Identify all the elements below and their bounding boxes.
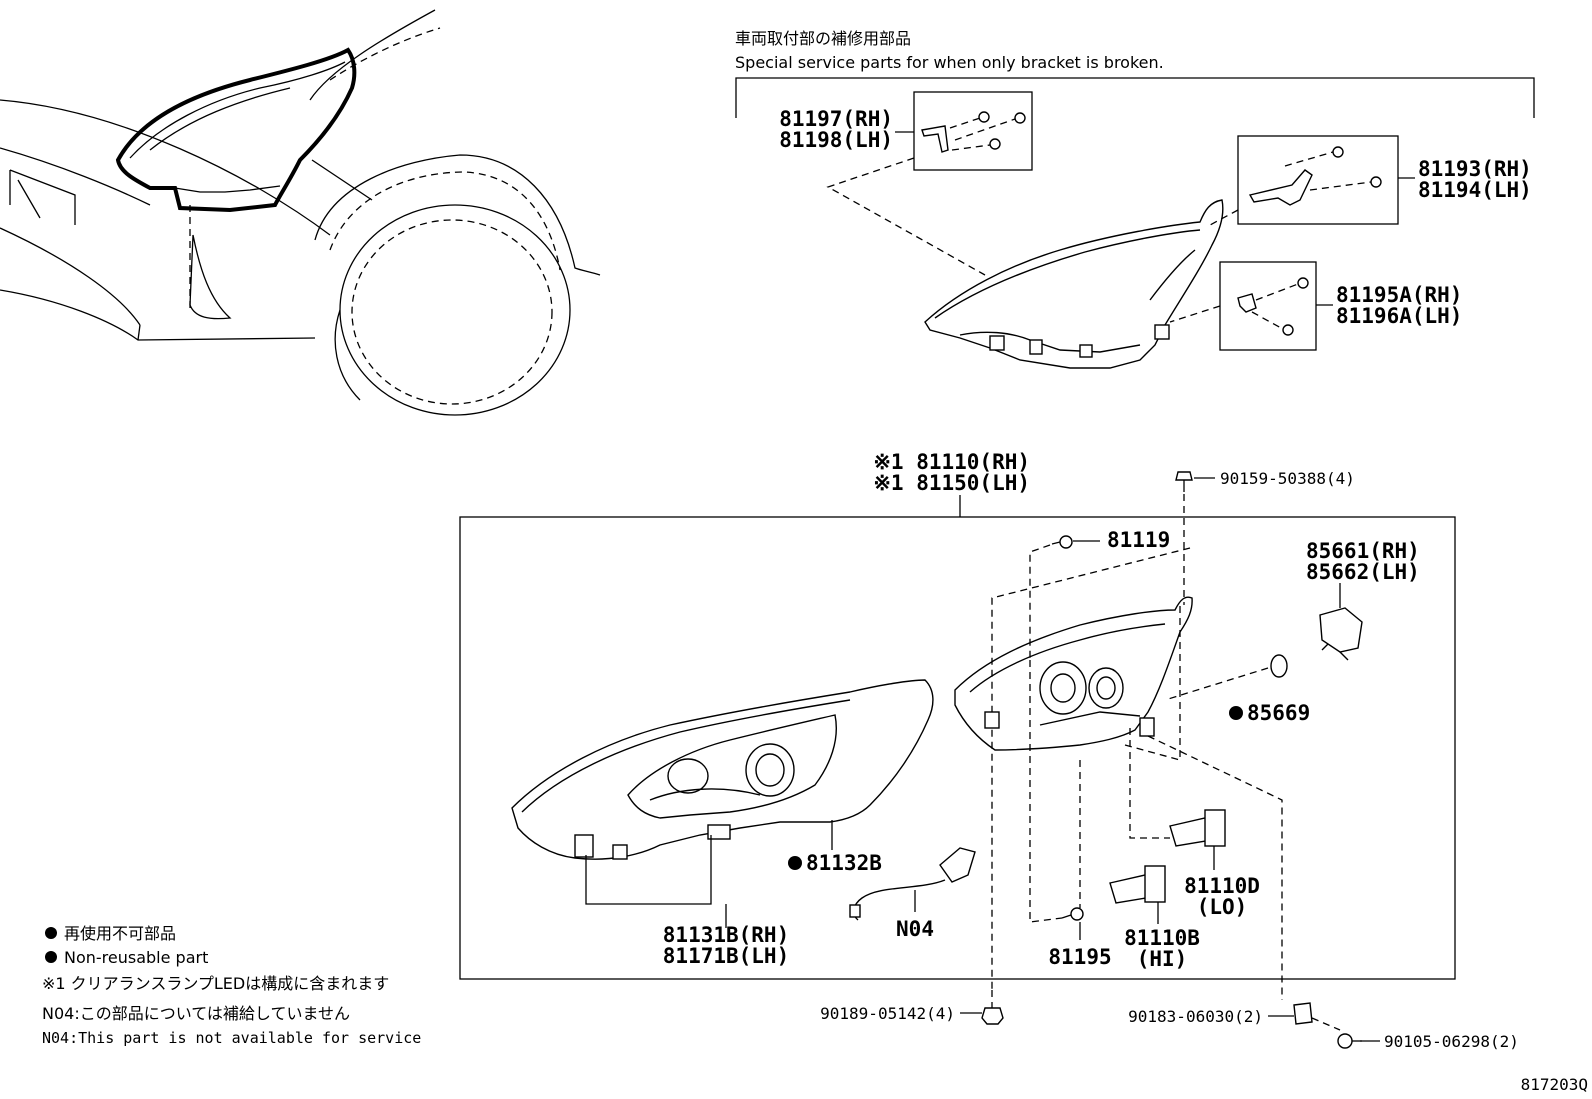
actuator-85661 [1319,607,1363,661]
label-81150-lh: ※1 81150(LH) [873,471,1030,495]
nut-90183 [1293,1002,1313,1025]
label-90159: 90159-50388(4) [1220,469,1355,488]
bracket-81195a-box [1219,261,1317,351]
nonreusable-dot-81132b [788,856,802,870]
label-81194-lh: 81194(LH) [1418,178,1532,202]
legend-note1: ※1 クリアランスランプLEDは構成に含まれます [42,974,389,993]
bracket-81193-parts [1248,146,1382,206]
label-81110d-lo: (LO) [1197,895,1248,919]
legend-nonreusable-dot [45,927,57,939]
label-81195a-rh: 81195A(RH) [1336,283,1462,307]
screw-81119 [1051,535,1073,549]
bracket-headlamp-illustration [924,199,1224,369]
label-81131b-rh: 81131B(RH) [663,923,789,947]
label-85661-rh: 85661(RH) [1306,539,1420,563]
diagram-code: 817203Q [1521,1075,1588,1094]
label-81110-rh: ※1 81110(RH) [873,450,1030,474]
label-85662-lh: 85662(LH) [1306,560,1420,584]
label-81119: 81119 [1107,528,1170,552]
service-parts-title-en: Special service parts for when only brac… [735,53,1164,72]
bracket-81193-box [1237,135,1399,225]
label-81110b: 81110B [1124,926,1200,950]
legend-nonreusable-dot-en [45,951,57,963]
bulb-81110b [1109,865,1166,924]
bolt-90105 [1337,1033,1362,1049]
bracket-81197-parts [921,111,1026,153]
assembly-outline-box [459,516,1456,980]
harness-n04 [849,847,976,921]
legend: 再使用不可部品 Non-reusable part ※1 クリアランスランプLE… [42,924,421,1047]
label-81193-rh: 81193(RH) [1418,157,1532,181]
label-81171b-lh: 81171B(LH) [663,944,789,968]
label-90189: 90189-05142(4) [820,1004,955,1023]
bracket-81195a-parts [1237,277,1309,336]
vehicle-front-illustration [0,9,601,416]
headlamp-housing-illustration [954,596,1193,751]
headlamp-lens-illustration [511,679,934,860]
service-parts-bracket [735,77,1535,118]
screw-90159 [1175,471,1193,492]
label-90183: 90183-06030(2) [1128,1007,1263,1026]
clip-90189 [981,1007,1004,1025]
label-81198-lh: 81198(LH) [779,128,893,152]
screw-81195 [1061,907,1084,921]
label-81110d: 81110D [1184,874,1260,898]
label-81132b: 81132B [806,851,882,875]
label-n04: N04 [896,917,934,941]
nonreusable-dot-85669 [1229,706,1243,720]
label-81195: 81195 [1048,945,1111,969]
label-85669: 85669 [1247,701,1310,725]
legend-n04-en: N04:This part is not available for servi… [42,1029,421,1047]
label-81196a-lh: 81196A(LH) [1336,304,1462,328]
bulb-81110d [1169,809,1226,870]
label-81110b-hi: (HI) [1137,947,1188,971]
bracket-81197-box [913,91,1033,171]
legend-nonreusable-jp: 再使用不可部品 [64,924,176,943]
service-parts-title-jp: 車両取付部の補修用部品 [735,29,911,48]
label-90105: 90105-06298(2) [1384,1032,1519,1051]
legend-nonreusable-en: Non-reusable part [64,948,208,967]
oring-85669 [1270,654,1288,678]
label-81197-rh: 81197(RH) [779,107,893,131]
legend-n04-jp: N04:この部品については補給していません [42,1004,350,1023]
